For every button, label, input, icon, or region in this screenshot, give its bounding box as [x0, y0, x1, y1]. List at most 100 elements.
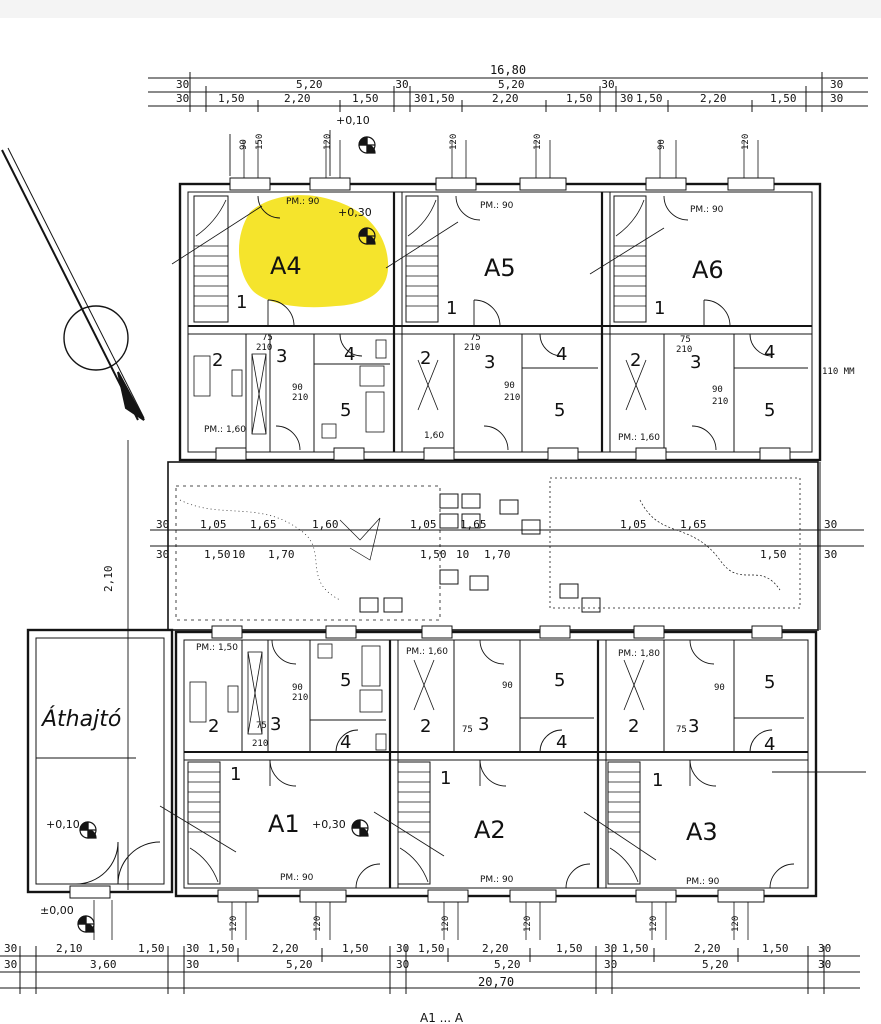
top-dim2-1: 1,50	[218, 92, 245, 105]
a3-room-4: 4	[764, 734, 775, 755]
bottom-dim-row2: 30 3,60 30 5,20 30 5,20 30 5,20 30	[4, 958, 831, 971]
top-dim2-9: 1,50	[636, 92, 663, 105]
a1-room-5: 5	[340, 670, 351, 691]
bot-dim-11: 30	[604, 942, 617, 955]
a5-room-2: 2	[420, 348, 431, 369]
mid-dim-row2: 30 1,50 10 1,70 1,50 10 1,70 1,50 30	[156, 548, 837, 561]
door-label-90-c: 90	[712, 385, 723, 395]
upper-stair-treads	[171, 199, 665, 307]
mid-dim-1: 1,05	[200, 518, 227, 531]
apartment-a4: A4 1 2 3 4 5 PM.: 90 PM.: 1,60	[204, 197, 355, 435]
top-dim-520a: 5,20	[296, 78, 323, 91]
bot-dim-5: 2,20	[272, 942, 299, 955]
bot-dim-12: 1,50	[622, 942, 649, 955]
win-label-120-c: 120	[533, 134, 543, 150]
door-label-210-h: 210	[292, 693, 308, 703]
top-dim-30b: 30	[395, 78, 408, 91]
door-labels: 75 210 90 210 75 210 90 210 75 210 90 21…	[229, 134, 751, 932]
apartment-a6: A6 1 2 3 4 5 PM.: 90 PM.: 1,60	[618, 205, 775, 443]
a6-label: A6	[692, 256, 724, 284]
top-dim-520b: 5,20	[498, 78, 525, 91]
a2-pm: PM.: 90	[480, 875, 514, 885]
top-dim2-6: 2,20	[492, 92, 519, 105]
mid2-dim-7: 1,50	[760, 548, 787, 561]
a4-room-2: 2	[212, 350, 223, 371]
apartment-a1: A1 1 2 3 4 5 PM.: 90 PM.: 1,50	[196, 643, 351, 883]
a2-pm-bath: PM.: 1,60	[406, 647, 448, 657]
top-dim2-10: 2,20	[700, 92, 727, 105]
a2-room-2: 2	[420, 716, 431, 737]
a5-room-3: 3	[484, 352, 495, 373]
door-label-75-a: 75	[262, 333, 273, 343]
mid-dim-2: 1,65	[250, 518, 277, 531]
a2-room-1: 1	[440, 768, 451, 789]
a6-room-4: 4	[764, 342, 775, 363]
lower-door-swings	[269, 639, 795, 889]
bot-dim-7: 30	[396, 942, 409, 955]
win-label-120-f: 120	[313, 916, 323, 932]
door-label-75-b: 75	[470, 333, 481, 343]
a5-pm: PM.: 90	[480, 201, 514, 211]
a4-room-1: 1	[236, 292, 247, 313]
mid-dim-8: 30	[824, 518, 837, 531]
bot2-dim-7: 5,20	[702, 958, 729, 971]
a5-room-1: 1	[446, 298, 457, 319]
door-label-75-e: 75	[462, 725, 473, 735]
upper-block-walls	[178, 182, 822, 462]
level-markers	[77, 130, 376, 933]
a1-room-1: 1	[230, 764, 241, 785]
a1-room-2: 2	[208, 716, 219, 737]
door-label-90-e: 90	[502, 681, 513, 691]
bot-dim-10: 1,50	[556, 942, 583, 955]
mid-dim-6: 1,05	[620, 518, 647, 531]
a1-label: A1	[268, 810, 300, 838]
level-upper: +0,10	[336, 114, 370, 127]
a3-pm-bath: PM.: 1,80	[618, 649, 660, 659]
opening-dimension-ticks	[93, 140, 759, 940]
bot-dim-2: 1,50	[138, 942, 165, 955]
bot-dim-6: 1,50	[342, 942, 369, 955]
win-label-120-e: 120	[229, 916, 239, 932]
mid-dim-3: 1,60	[312, 518, 339, 531]
top-dim-30d: 30	[830, 78, 843, 91]
bot-dim-13: 2,20	[694, 942, 721, 955]
mid-dim-7: 1,65	[680, 518, 707, 531]
win-label-120-b: 120	[449, 134, 459, 150]
a3-pm: PM.: 90	[686, 877, 720, 887]
bot2-dim-5: 5,20	[494, 958, 521, 971]
mid2-dim-2: 10	[232, 548, 245, 561]
top-total-dim: 16,80	[490, 63, 526, 77]
a3-room-2: 2	[628, 716, 639, 737]
a6-room-1: 1	[654, 298, 665, 319]
mid-dim-0: 30	[156, 518, 169, 531]
door-label-210-d: 210	[504, 393, 520, 403]
bot-dim-4: 1,50	[208, 942, 235, 955]
a1-pm: PM.: 90	[280, 873, 314, 883]
top-dimension-lines	[148, 72, 868, 112]
top-dim-30a: 30	[176, 78, 189, 91]
win-label-120-i: 120	[649, 916, 659, 932]
passage-level: +0,10	[46, 818, 80, 831]
upper-windows	[215, 177, 791, 461]
wall-tag-110: 110 MM	[822, 367, 855, 377]
bot2-dim-8: 30	[818, 958, 831, 971]
a4-pm-bath: PM.: 1,60	[204, 425, 246, 435]
bot2-dim-3: 5,20	[286, 958, 313, 971]
mid2-dim-3: 1,70	[268, 548, 295, 561]
lower-block-walls	[26, 628, 866, 898]
top-dim2-0: 30	[176, 92, 189, 105]
a1-room-4: 4	[340, 732, 351, 753]
apartment-a3: A3 1 2 3 4 5 PM.: 90 PM.: 1,80	[618, 649, 775, 887]
courtyard	[127, 440, 864, 890]
passage-label: Áthajtó	[40, 706, 121, 732]
a3-label: A3	[686, 818, 718, 846]
door-label-90-a: 90	[292, 383, 303, 393]
a6-room-2: 2	[630, 350, 641, 371]
a6-room-3: 3	[690, 352, 701, 373]
bot2-dim-0: 30	[4, 958, 17, 971]
a6-pm-bath: PM.: 1,60	[618, 433, 660, 443]
win-label-90-a: 90	[239, 139, 249, 150]
top-dim-30c: 30	[601, 78, 614, 91]
door-label-210-c: 210	[464, 343, 480, 353]
top-dim-row1: 30 5,20 30 5,20 30 30	[176, 78, 843, 91]
